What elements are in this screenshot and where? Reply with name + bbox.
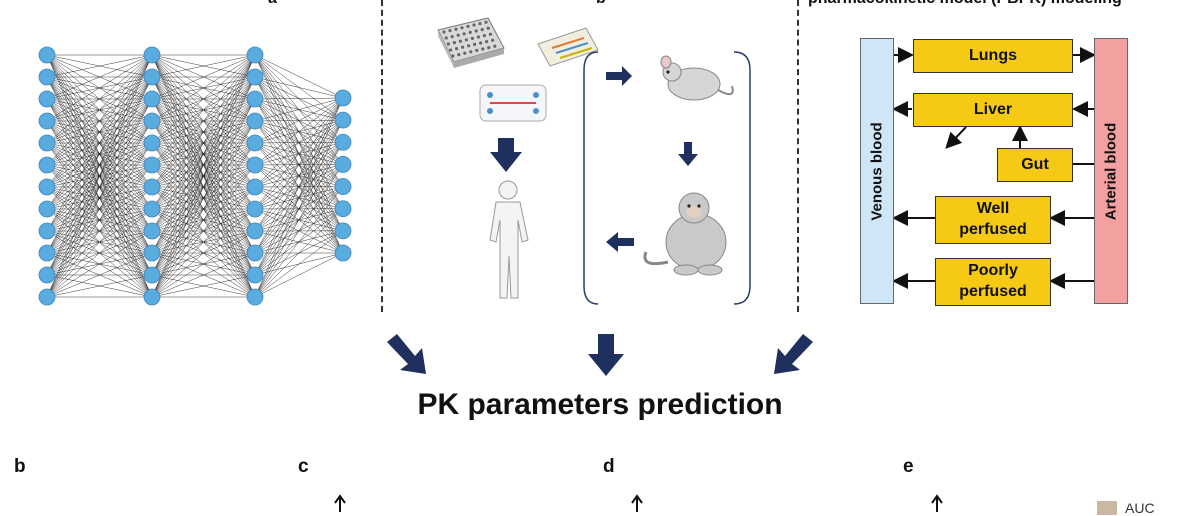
arrow-diag-right-icon: [387, 334, 426, 374]
organ-gut: Gut: [997, 148, 1073, 182]
venous-blood-box: Venous blood: [860, 38, 894, 304]
arrow-diag-left-icon: [774, 334, 813, 374]
cutoff-axes: [0, 492, 1200, 512]
legend-swatch-auc: [1097, 501, 1117, 515]
panel-label-c: c: [298, 456, 309, 478]
panel-label-b: b: [14, 456, 26, 478]
organ-poorly-perfused: Poorly perfused: [935, 258, 1051, 306]
arrow-down-center-icon: [588, 334, 624, 376]
page-title: PK parameters prediction: [0, 388, 1200, 422]
arterial-blood-label: Arterial blood: [1103, 122, 1120, 220]
arterial-blood-box: Arterial blood: [1094, 38, 1128, 304]
organ-well-perfused: Well perfused: [935, 196, 1051, 244]
panel-label-d: d: [603, 456, 615, 478]
venous-blood-label: Venous blood: [869, 122, 886, 220]
organ-lungs: Lungs: [913, 39, 1073, 73]
panel-label-e: e: [903, 456, 914, 478]
legend: AUC: [1097, 500, 1155, 516]
legend-label-auc: AUC: [1125, 500, 1155, 516]
organ-liver: Liver: [913, 93, 1073, 127]
